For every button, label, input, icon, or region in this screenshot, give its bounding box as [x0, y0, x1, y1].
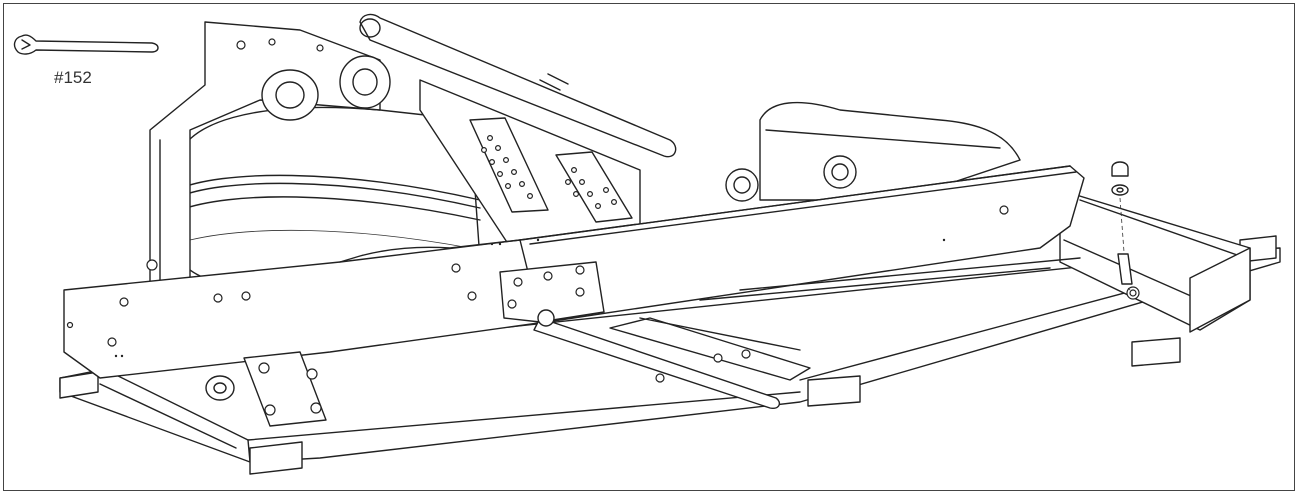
bottom-frame: [59, 235, 1281, 475]
center-bracket: [499, 261, 605, 323]
right-rail: [1059, 189, 1251, 333]
lower-rods: [533, 257, 1081, 410]
handle-bar: [359, 13, 677, 158]
footrest-grip-dots: [481, 135, 617, 210]
tool-number-label: #152: [54, 68, 92, 87]
bolt-hardware: [1111, 161, 1133, 293]
seat: [725, 101, 1021, 202]
wrench-icon: [13, 34, 159, 55]
pulley-wheels: [261, 55, 391, 121]
bottom-left-bracket: [205, 351, 327, 427]
